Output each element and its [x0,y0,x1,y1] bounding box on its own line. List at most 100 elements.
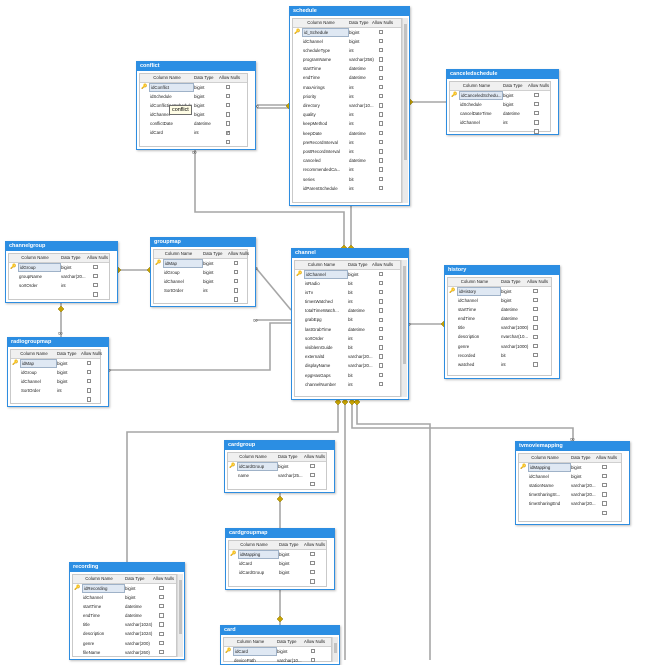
allow-nulls-checkbox[interactable] [533,306,538,312]
table-title[interactable]: recording [70,563,184,572]
allow-nulls-checkbox[interactable] [378,29,384,35]
allow-nulls-checkbox[interactable] [533,288,538,294]
scrollbar[interactable] [401,260,407,397]
relationship-line[interactable] [351,400,574,441]
table-title[interactable]: schedule [290,7,409,16]
allow-nulls-checkbox[interactable] [310,560,315,566]
allow-nulls-checkbox[interactable] [93,273,98,279]
allow-nulls-checkbox[interactable] [310,648,316,654]
scrollbar[interactable] [177,574,183,657]
table-title[interactable]: history [445,266,559,275]
allow-nulls-checkbox[interactable] [233,278,239,284]
allow-nulls-checkbox[interactable] [159,594,164,600]
allow-nulls-checkbox[interactable] [233,297,239,302]
allow-nulls-checkbox[interactable] [378,93,384,99]
allow-nulls-checkbox[interactable] [233,260,239,266]
allow-nulls-checkbox[interactable] [378,149,384,154]
table-title[interactable]: cardgroupmap [226,529,334,538]
allow-nulls-checkbox[interactable] [533,325,538,330]
allow-nulls-checkbox[interactable] [159,603,164,609]
allow-nulls-checkbox[interactable] [378,84,384,90]
allow-nulls-checkbox[interactable] [533,352,538,358]
allow-nulls-checkbox[interactable] [378,363,384,368]
allow-nulls-checkbox[interactable] [378,47,384,53]
scrollbar[interactable] [332,637,338,662]
allow-nulls-checkbox[interactable] [159,622,164,627]
table-row[interactable]: timeSharingSt...varchar(20... [519,490,621,499]
table-title[interactable]: conflict [137,62,255,71]
table-row[interactable]: recommendedCa...int [293,165,401,174]
allow-nulls-checkbox[interactable] [310,579,315,584]
allow-nulls-checkbox[interactable] [86,360,92,366]
allow-nulls-checkbox[interactable] [225,93,231,99]
scrollbar-thumb[interactable] [178,580,182,635]
allow-nulls-checkbox[interactable] [378,372,384,378]
allow-nulls-checkbox[interactable] [378,66,384,71]
allow-nulls-checkbox[interactable] [534,101,539,107]
allow-nulls-checkbox[interactable] [310,463,315,469]
relationship-line[interactable] [109,322,291,371]
allow-nulls-checkbox[interactable] [378,299,384,304]
allow-nulls-checkbox[interactable] [378,121,384,126]
table-title[interactable]: canceledschedule [447,70,558,79]
allow-nulls-checkbox[interactable] [602,510,607,516]
allow-nulls-checkbox[interactable] [378,103,384,108]
allow-nulls-checkbox[interactable] [534,92,539,98]
table-title[interactable]: groupmap [151,238,255,247]
allow-nulls-checkbox[interactable] [378,381,384,387]
allow-nulls-checkbox[interactable] [159,585,164,591]
allow-nulls-checkbox[interactable] [533,334,538,340]
allow-nulls-checkbox[interactable] [378,130,384,136]
allow-nulls-checkbox[interactable] [378,280,384,286]
allow-nulls-checkbox[interactable] [378,185,384,191]
scrollbar-thumb[interactable] [403,24,407,160]
table-row[interactable] [9,290,109,299]
table-title[interactable]: cardgroup [225,441,334,450]
allow-nulls-checkbox[interactable] [534,120,539,125]
allow-nulls-checkbox[interactable] [602,501,607,506]
allow-nulls-checkbox[interactable] [534,129,539,134]
allow-nulls-checkbox[interactable] [378,271,384,277]
allow-nulls-checkbox[interactable] [159,640,164,646]
scrollbar[interactable] [402,18,408,203]
allow-nulls-checkbox[interactable] [86,369,92,375]
allow-nulls-checkbox[interactable] [225,129,231,137]
